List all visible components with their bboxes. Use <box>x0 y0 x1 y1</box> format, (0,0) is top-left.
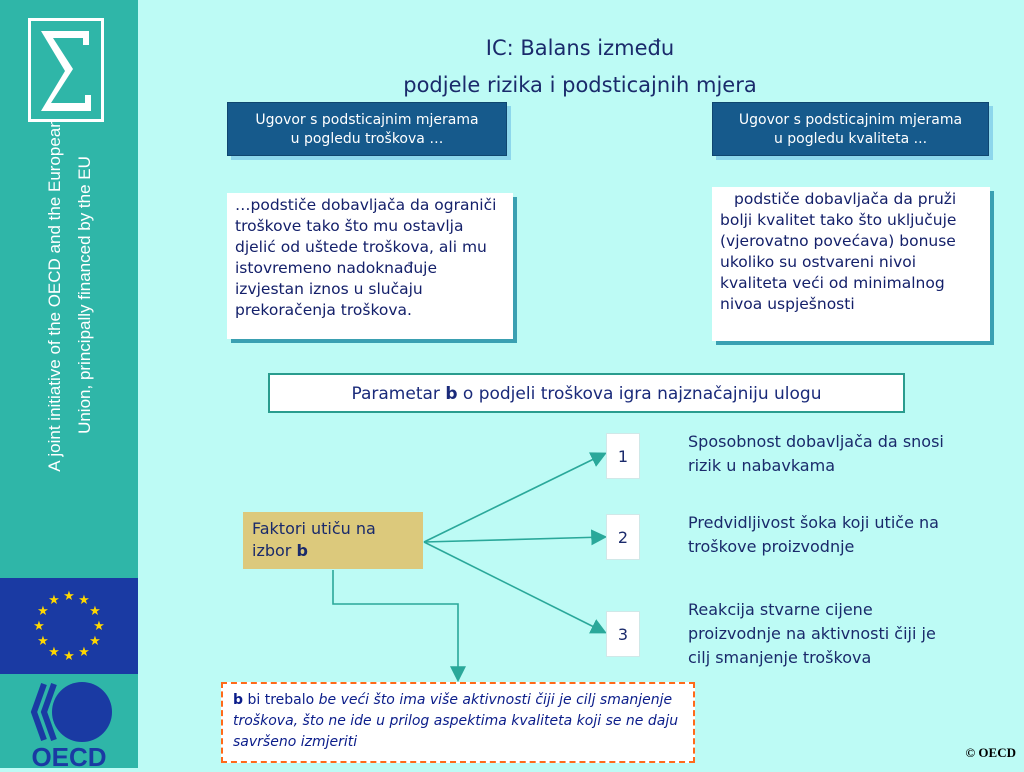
oecd-logo-icon: OECD <box>0 674 138 772</box>
right-header-box: Ugovor s podsticajnim mjerama u pogledu … <box>712 102 989 156</box>
svg-text:★: ★ <box>78 593 90 608</box>
eu-flag-icon: ★★★ ★★★ ★★★ ★★★ <box>0 578 138 674</box>
item-number-3: 3 <box>606 611 640 657</box>
copyright-label: © OECD <box>965 745 1016 760</box>
item-text-2: Predvidljivost šoka koji utiče na troško… <box>688 513 939 556</box>
note-box: b bi trebalo be veći što ima više aktivn… <box>221 682 695 763</box>
param-bold: b <box>445 384 458 404</box>
svg-text:★: ★ <box>93 619 105 634</box>
svg-text:★: ★ <box>63 649 75 664</box>
item-text-1: Sposobnost dobavljača da snosi rizik u n… <box>688 432 944 475</box>
parameter-banner: Parametar b o podjeli troškova igra najz… <box>268 373 905 413</box>
left-header-line1: Ugovor s podsticajnim mjerama <box>255 112 479 128</box>
arrow-to-3 <box>423 541 607 634</box>
note-italic: be veći što ima više aktivnosti čiji je … <box>233 692 679 750</box>
right-header-line2: u pogledu kvaliteta ... <box>773 131 928 147</box>
left-header-box: Ugovor s podsticajnim mjerama u pogledu … <box>227 102 507 156</box>
note-bold: b <box>233 692 244 708</box>
item-number-1: 1 <box>606 433 640 479</box>
param-suffix: o podjeli troškova igra najznačajniju ul… <box>457 384 822 404</box>
slide-title: IC: Balans između podjele rizika i podst… <box>140 30 1020 104</box>
svg-text:★: ★ <box>37 604 49 619</box>
left-header-line2: u pogledu troškova … <box>290 131 444 147</box>
item-number-2: 2 <box>606 514 640 560</box>
svg-text:★: ★ <box>37 634 49 649</box>
svg-text:★: ★ <box>48 593 60 608</box>
title-line2: podjele rizika i podsticajnih mjera <box>403 73 757 97</box>
oecd-logo-text: OECD <box>31 742 106 768</box>
svg-text:★: ★ <box>48 645 60 660</box>
right-header-line1: Ugovor s podsticajnim mjerama <box>738 112 963 128</box>
item-text-3: Reakcija stvarne cijene proizvodnje na a… <box>688 600 936 667</box>
svg-text:★: ★ <box>78 645 90 660</box>
title-line1: IC: Balans između <box>485 36 675 60</box>
sigma-logo-icon <box>28 18 104 122</box>
svg-text:★: ★ <box>89 634 101 649</box>
note-plain: bi trebalo <box>243 692 319 708</box>
left-text-box: …podstiče dobavljača da ograniči troškov… <box>227 193 513 339</box>
svg-text:★: ★ <box>33 619 45 634</box>
factors-box: Faktori utiču na izbor b <box>243 512 423 569</box>
arrow-to-2 <box>423 529 608 546</box>
arrow-to-note <box>332 570 466 683</box>
param-prefix: Parametar <box>351 384 446 404</box>
svg-text:★: ★ <box>89 604 101 619</box>
arrow-to-1 <box>423 452 607 543</box>
svg-text:★: ★ <box>63 589 75 604</box>
factors-bold: b <box>296 541 308 560</box>
factors-text: Faktori utiču na izbor <box>252 519 376 560</box>
right-text-box: podstiče dobavljača da pruži bolji kvali… <box>712 187 990 341</box>
